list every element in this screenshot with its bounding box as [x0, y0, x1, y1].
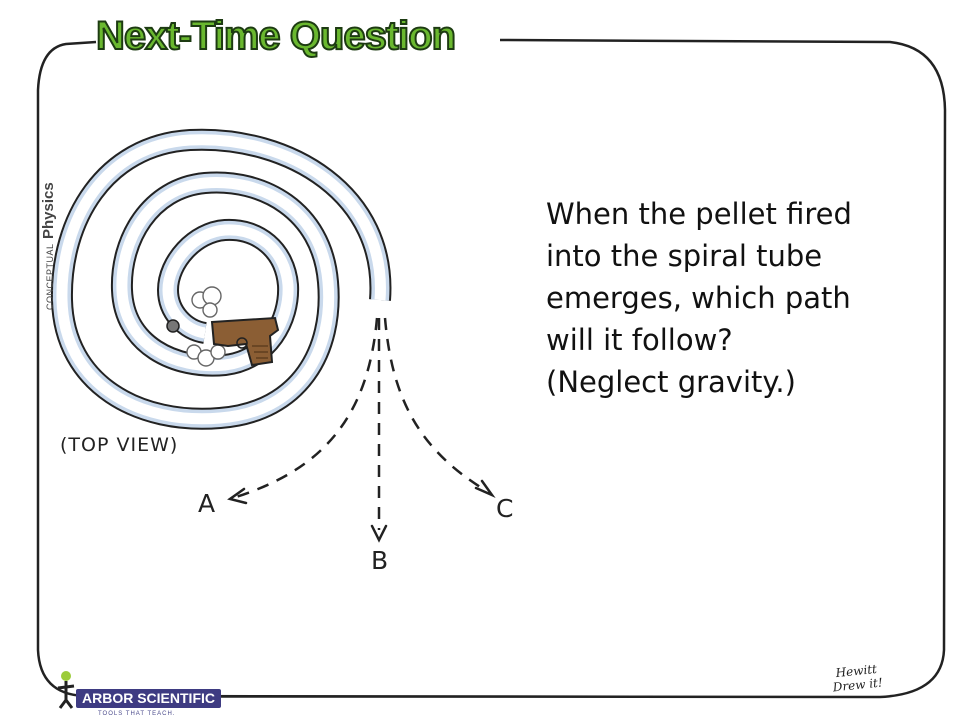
path-a-line [235, 317, 379, 499]
path-c-arrow [474, 479, 496, 498]
path-c-line [383, 317, 486, 492]
brand-tagline: TOOLS THAT TEACH. [98, 711, 176, 717]
question-line: (Neglect gravity.) [546, 365, 796, 399]
pellet-gun [210, 316, 280, 367]
side-label-main: Physics [40, 182, 57, 240]
view-label: (TOP VIEW) [60, 434, 179, 456]
brand-name: ARBOR SCIENTIFIC [76, 689, 221, 708]
path-label-c: C [496, 494, 514, 523]
question-line: into the spiral tube [546, 239, 823, 273]
arbor-logo-icon [57, 671, 75, 709]
frame-border [36, 38, 947, 699]
side-label: CONCEPTUAL Physics [40, 182, 58, 310]
question-text: When the pellet fired into the spiral tu… [546, 193, 916, 403]
path-b-arrow [370, 524, 388, 543]
path-label-a: A [198, 489, 216, 518]
path-a-arrow [227, 487, 248, 505]
question-line: When the pellet fired [546, 197, 852, 231]
question-line: will it follow? [546, 323, 733, 357]
side-label-prefix: CONCEPTUAL [45, 243, 55, 310]
path-label-b: B [371, 546, 389, 575]
pellet [166, 319, 180, 333]
page-title: Next-Time Question [95, 13, 457, 59]
question-line: emerges, which path [546, 281, 851, 315]
